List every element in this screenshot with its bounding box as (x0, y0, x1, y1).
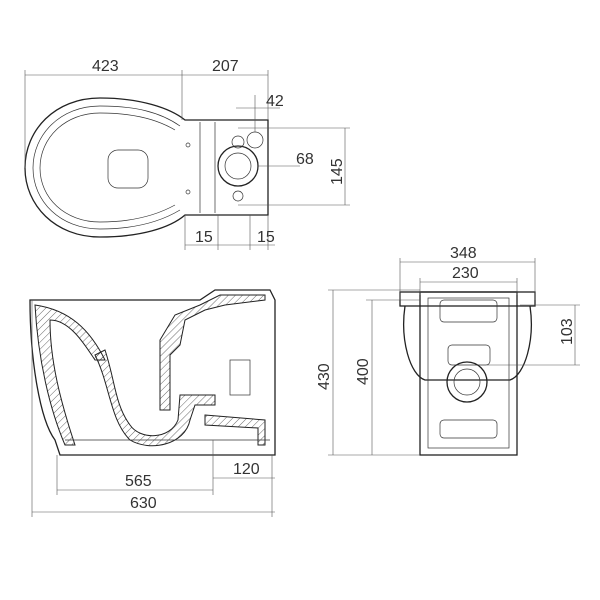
dim-145: 145 (329, 158, 346, 185)
side-view: 565 120 630 (29, 289, 276, 517)
dim-103: 103 (559, 318, 576, 345)
dim-68: 68 (296, 151, 314, 168)
dim-15-left: 15 (195, 229, 213, 246)
dim-400: 400 (355, 358, 372, 385)
dim-348: 348 (450, 245, 477, 262)
dim-15-right: 15 (257, 229, 275, 246)
dim-207: 207 (212, 58, 239, 75)
dim-120: 120 (233, 461, 260, 478)
dim-565: 565 (125, 473, 152, 490)
dim-230: 230 (452, 265, 479, 282)
dim-42: 42 (266, 93, 284, 110)
dim-630: 630 (130, 495, 157, 512)
front-view: 348 230 103 430 400 (316, 245, 580, 456)
dim-423: 423 (92, 58, 119, 75)
top-view: 423 207 42 68 145 15 15 (24, 58, 350, 250)
dim-430: 430 (316, 363, 333, 390)
